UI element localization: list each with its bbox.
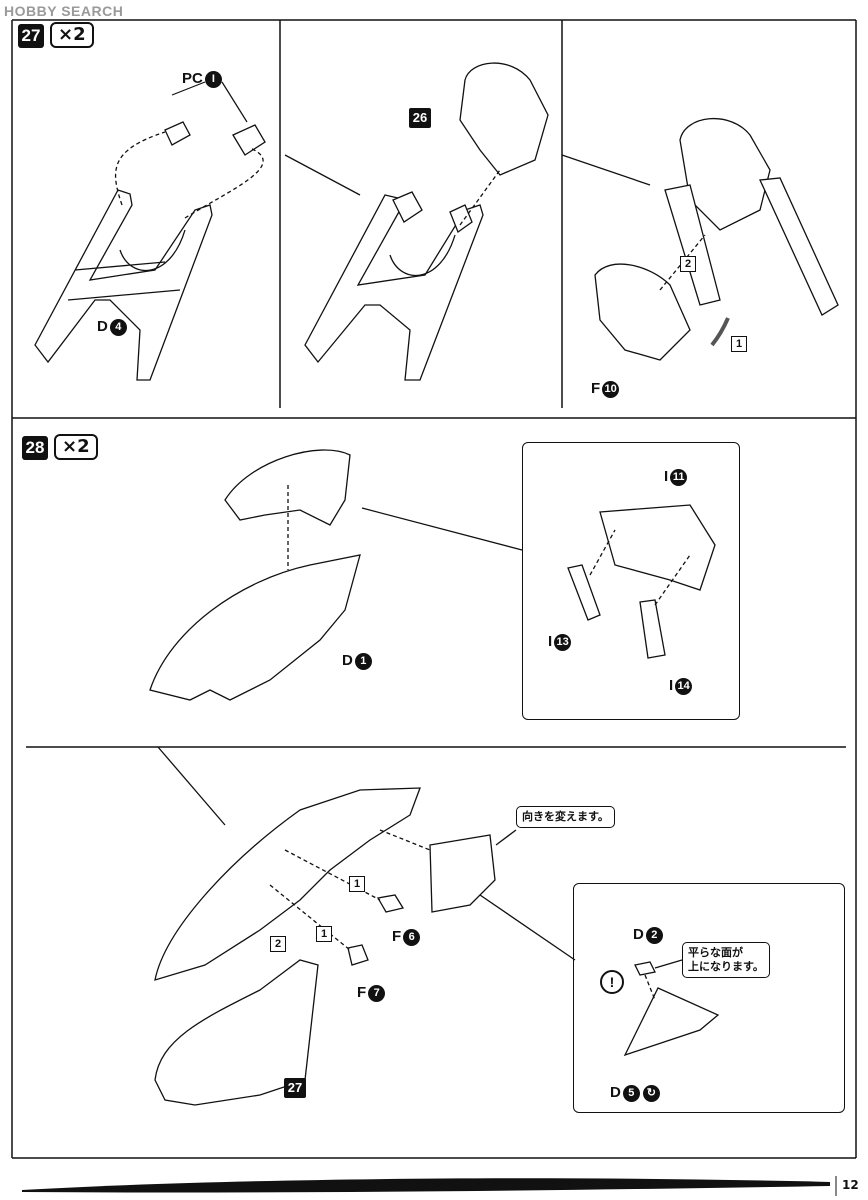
page-frame	[11, 19, 857, 1159]
armor-assembly-lower	[154, 746, 576, 1106]
label-d-text: D	[633, 926, 644, 943]
bracket-part-1	[34, 81, 266, 381]
page-number: 12	[842, 1178, 859, 1192]
caution-icon: !	[600, 970, 624, 994]
step-28-multiplier: ×2	[54, 434, 98, 460]
label-d-text: D	[342, 652, 353, 669]
cement-icon: ↻	[642, 1084, 660, 1102]
watermark-text: HOBBY SEARCH	[4, 3, 124, 19]
part-number-circle: 14	[675, 677, 693, 695]
label-i-text: I	[669, 677, 674, 694]
callout-turn-direction: 向きを変えます。	[516, 806, 615, 828]
sequence-1-box: 1	[316, 926, 332, 942]
callout-flat-line1: 平らな面が	[688, 946, 743, 959]
inset-panel-upper	[522, 442, 740, 720]
inset-parts	[567, 504, 716, 659]
inset-panel-lower	[573, 883, 845, 1113]
sequence-2-box: 2	[680, 256, 696, 272]
step-27-badge: 27	[18, 24, 44, 48]
label-f-text: F	[591, 380, 601, 397]
part-number-circle: 1	[354, 652, 372, 670]
label-i-text: I	[548, 633, 553, 650]
inset-wedge-part	[623, 959, 720, 1057]
label-f-text: F	[357, 984, 367, 1001]
bracket-assembly-3	[561, 117, 839, 361]
sequence-1-box: 1	[349, 876, 365, 892]
step-28-badge: 28	[22, 436, 48, 460]
part-number-circle: 11	[670, 468, 688, 486]
ref-step-26-badge: 26	[409, 108, 431, 128]
part-number-circle: 5	[622, 1084, 640, 1102]
part-number-circle: 7	[368, 984, 386, 1002]
label-pc-text: PC	[182, 70, 203, 87]
callout-flat-line2: 上になります。	[688, 960, 764, 973]
label-f-text: F	[392, 928, 402, 945]
label-d-text: D	[97, 318, 108, 335]
part-number-circle: 13	[554, 633, 572, 651]
part-number-circle: 2	[645, 926, 663, 944]
ref-step-27-badge: 27	[284, 1078, 306, 1098]
part-number-circle: 4	[109, 318, 127, 336]
callout-flat-surface: 平らな面が 上になります。	[682, 942, 770, 978]
sequence-2-box: 2	[270, 936, 286, 952]
part-number-circle: 6	[403, 928, 421, 946]
label-i-text: I	[664, 468, 669, 485]
bracket-part-2	[284, 62, 549, 381]
bottom-brush-stroke	[22, 1178, 830, 1193]
armor-shell-upper	[149, 449, 523, 701]
label-d-text: D	[610, 1084, 621, 1101]
part-number-circle: 10	[602, 380, 620, 398]
sequence-1-box: 1	[731, 336, 747, 352]
step-27-multiplier: ×2	[50, 22, 94, 48]
part-number-circle: I	[204, 70, 222, 88]
